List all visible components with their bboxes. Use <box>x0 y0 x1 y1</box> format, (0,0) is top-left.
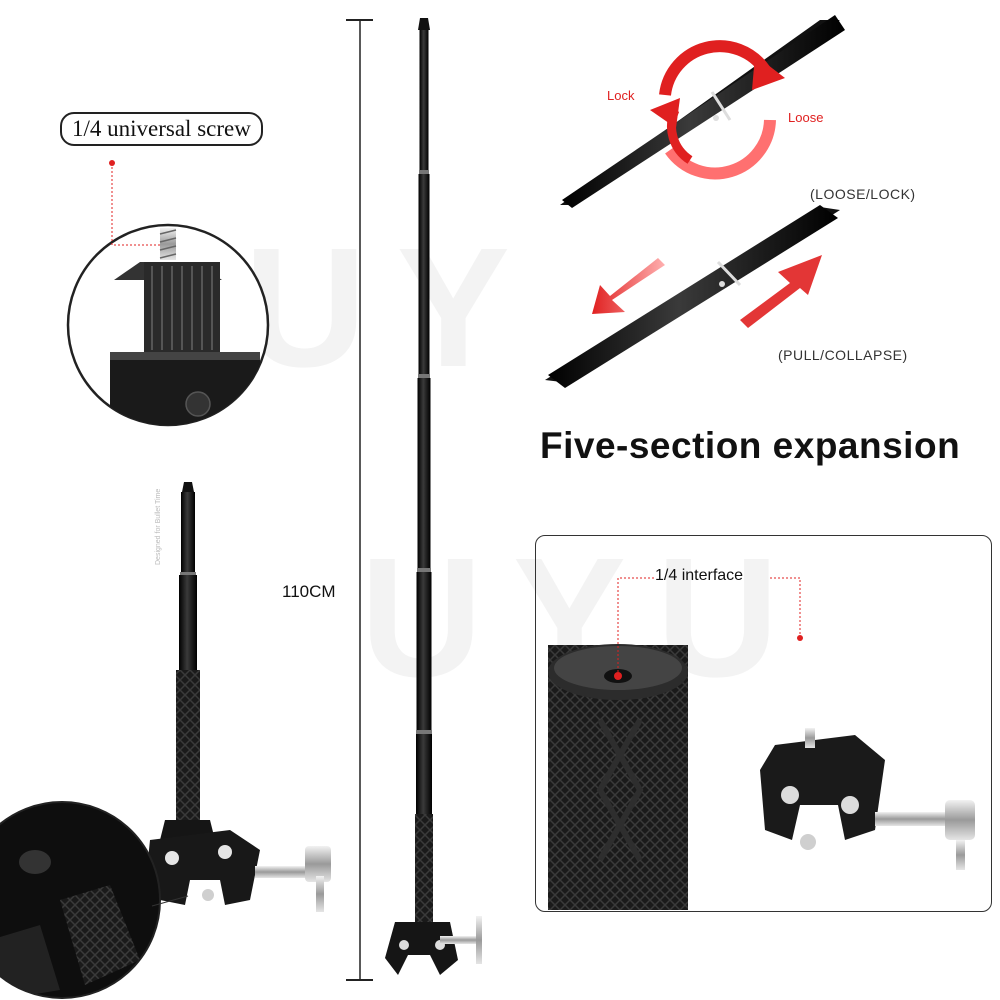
interface-closeup <box>548 577 975 910</box>
screw-closeup <box>66 160 270 427</box>
height-label: 110CM <box>282 582 336 601</box>
loose-lock-caption: (LOOSE/LOCK) <box>810 186 916 202</box>
lock-loose-diagram <box>560 15 845 208</box>
clamp-jaw-closeup <box>0 801 189 999</box>
loose-label: Loose <box>788 110 824 125</box>
pole-print-text: Designed for Bullet Time <box>155 488 162 565</box>
height-dimension-line <box>346 19 373 981</box>
interface-inset-frame <box>535 535 992 912</box>
left-pole-with-clamp <box>148 482 331 912</box>
interface-label: 1/4 interface <box>655 567 744 584</box>
headline: Five-section expansion <box>540 425 961 466</box>
pull-collapse-caption: (PULL/COLLAPSE) <box>778 347 908 363</box>
central-telescopic-pole <box>385 18 482 975</box>
screw-label: 1/4 universal screw <box>60 112 263 146</box>
pull-collapse-diagram <box>545 205 840 388</box>
lock-label: Lock <box>607 88 635 103</box>
